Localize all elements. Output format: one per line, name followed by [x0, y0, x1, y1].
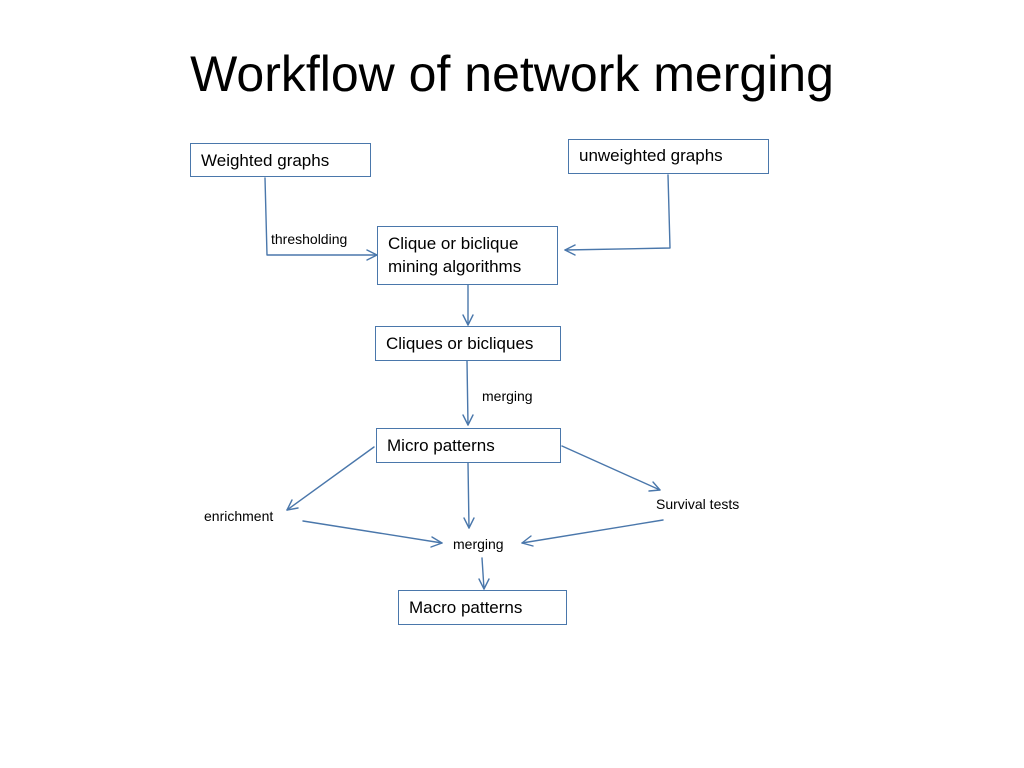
- arrow-weighted-to-mining: [264, 177, 378, 256]
- arrow-survival-to-merging: [521, 519, 664, 544]
- node-weighted-graphs-label: Weighted graphs: [201, 151, 330, 170]
- label-survival-tests: Survival tests: [656, 496, 740, 512]
- node-cliques-or-bicliques: Cliques or bicliques: [375, 326, 561, 361]
- arrowhead-micro-to-enrichment: [286, 499, 299, 511]
- arrowhead-micro-to-merging: [463, 517, 475, 529]
- node-micro-patterns-label: Micro patterns: [387, 436, 495, 455]
- label-enrichment: enrichment: [204, 508, 274, 524]
- node-unweighted-graphs: unweighted graphs: [568, 139, 769, 174]
- node-macro-patterns: Macro patterns: [398, 590, 567, 625]
- label-merging-1: merging: [482, 388, 533, 404]
- arrow-micro-to-survival: [561, 445, 661, 491]
- node-mining-line1: Clique or biclique: [388, 234, 519, 253]
- arrow-micro-to-enrichment: [286, 446, 375, 511]
- node-cliques-label: Cliques or bicliques: [386, 334, 534, 353]
- arrowhead-enrichment-to-merging: [430, 536, 443, 548]
- node-unweighted-graphs-label: unweighted graphs: [579, 146, 723, 165]
- arrowhead-cliques-to-micro: [462, 414, 474, 426]
- arrow-cliques-to-micro: [466, 360, 469, 426]
- label-thresholding: thresholding: [271, 231, 348, 247]
- arrow-enrichment-to-merging: [302, 520, 443, 544]
- arrowhead-micro-to-survival: [648, 481, 661, 492]
- node-weighted-graphs: Weighted graphs: [190, 143, 371, 177]
- arrowhead-unweighted-to-mining: [564, 244, 576, 256]
- arrow-merging-to-macro: [481, 557, 485, 590]
- arrowhead-survival-to-merging: [521, 535, 534, 547]
- arrow-unweighted-to-mining: [564, 174, 671, 251]
- arrowhead-merging-to-macro: [478, 578, 490, 590]
- label-merging-2: merging: [453, 536, 504, 552]
- node-mining-algorithms: Clique or biclique mining algorithms: [377, 226, 558, 285]
- slide-title: Workflow of network merging: [190, 46, 834, 102]
- node-micro-patterns: Micro patterns: [376, 428, 561, 463]
- arrowhead-mining-to-cliques: [462, 314, 474, 326]
- node-macro-patterns-label: Macro patterns: [409, 598, 523, 617]
- arrow-micro-to-merging: [467, 462, 470, 529]
- node-mining-line2: mining algorithms: [388, 257, 522, 276]
